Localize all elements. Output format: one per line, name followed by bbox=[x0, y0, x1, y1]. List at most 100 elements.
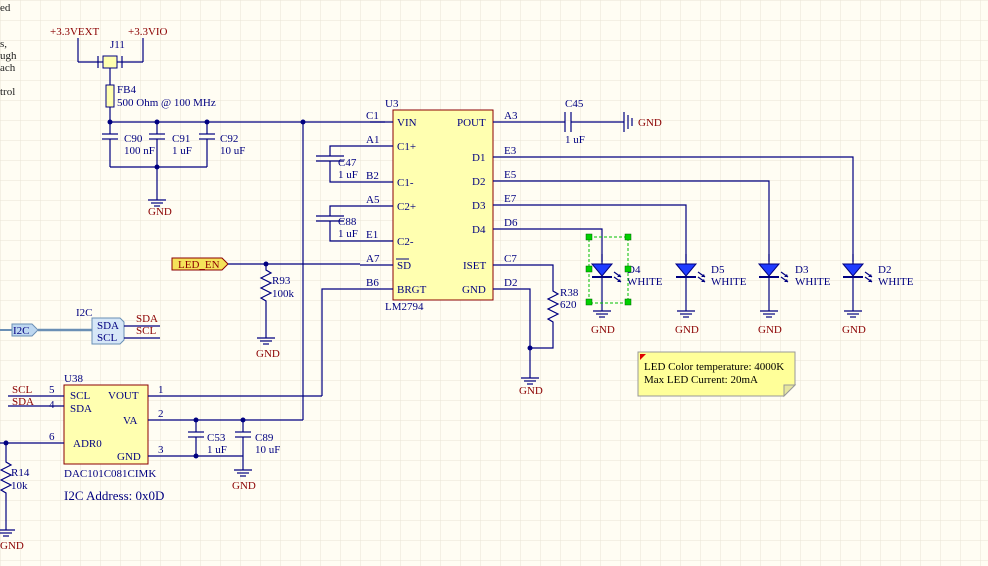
c45-value: 1 uF bbox=[565, 134, 585, 146]
pin-name: BRGT bbox=[397, 284, 427, 296]
c53-capacitor[interactable] bbox=[188, 420, 204, 456]
pin-name: ISET bbox=[463, 260, 487, 272]
pin-num: A7 bbox=[366, 253, 380, 265]
harness-scl: SCL bbox=[97, 332, 117, 344]
pin-name: SD bbox=[397, 260, 411, 272]
c90-capacitor[interactable] bbox=[102, 122, 118, 167]
c91-capacitor[interactable] bbox=[149, 122, 165, 167]
c47-value: 1 uF bbox=[338, 169, 358, 181]
selection-box[interactable] bbox=[585, 233, 632, 306]
c89-ref: C89 bbox=[255, 432, 274, 444]
pin-num: 3 bbox=[158, 444, 164, 456]
fb4-ref: FB4 bbox=[117, 84, 136, 96]
pin-name: D2 bbox=[472, 176, 485, 188]
pin-num: E5 bbox=[504, 169, 517, 181]
note-line-2: s, bbox=[0, 38, 7, 50]
c89-gnd-label: GND bbox=[232, 480, 256, 492]
vext-power-label: +3.3VEXT bbox=[50, 26, 100, 38]
led-note[interactable]: LED Color temperature: 4000K Max LED Cur… bbox=[637, 351, 797, 398]
c53-value: 1 uF bbox=[207, 444, 227, 456]
u38-scl-net: SCL bbox=[12, 384, 32, 396]
pin-num: C7 bbox=[504, 253, 517, 265]
pin-name: C2- bbox=[397, 236, 414, 248]
pin-name: SDA bbox=[70, 403, 92, 415]
note-line-3: ugh bbox=[0, 50, 17, 62]
sda-net: SDA bbox=[136, 313, 158, 325]
r14-ref: R14 bbox=[11, 467, 30, 479]
pin-num: 5 bbox=[49, 384, 55, 396]
i2c-port-label: I2C bbox=[13, 325, 30, 337]
r38-ref: R38 bbox=[560, 287, 579, 299]
pin-num: A1 bbox=[366, 134, 379, 146]
u3-gnd-label: GND bbox=[519, 385, 543, 397]
pin-num: 4 bbox=[49, 399, 55, 411]
pin-name: VIN bbox=[397, 117, 417, 129]
pin-name: GND bbox=[117, 451, 141, 463]
pin-num: E1 bbox=[366, 229, 378, 241]
d4-value: WHITE bbox=[627, 276, 663, 288]
c92-capacitor[interactable] bbox=[199, 122, 215, 167]
fb4-ferrite[interactable] bbox=[105, 84, 115, 108]
u38-part: DAC101C081CIMK bbox=[64, 468, 156, 480]
pin-num: D6 bbox=[504, 217, 518, 229]
c92-ref: C92 bbox=[220, 133, 238, 145]
pin-num: 1 bbox=[158, 384, 164, 396]
r38-value: 620 bbox=[560, 299, 577, 311]
c88-capacitor[interactable] bbox=[316, 205, 360, 242]
u3-lm2794[interactable]: U3 LM2794 bbox=[385, 98, 494, 313]
pin-num: D2 bbox=[504, 277, 517, 289]
pin-name: GND bbox=[462, 284, 486, 296]
d5-gnd-label: GND bbox=[675, 324, 699, 336]
u38-ref: U38 bbox=[64, 373, 83, 385]
pin-num: 2 bbox=[158, 408, 164, 420]
i2c-address-note: I2C Address: 0x0D bbox=[64, 488, 164, 503]
note-line-4: ach bbox=[0, 62, 16, 74]
j11-ref: J11 bbox=[110, 39, 125, 51]
c53-ref: C53 bbox=[207, 432, 226, 444]
pin-name: POUT bbox=[457, 117, 486, 129]
note-line-5: trol bbox=[0, 86, 15, 98]
i2c-harness[interactable]: I2C I2C SDA SCL SDA SCL bbox=[0, 307, 160, 345]
led-en-net-label[interactable]: LED_EN bbox=[171, 257, 229, 271]
pin-num: 6 bbox=[49, 431, 55, 443]
pin-name: VOUT bbox=[108, 390, 139, 402]
u38-dac[interactable]: U38 DAC101C081CIMK bbox=[63, 373, 156, 480]
pin-num: B2 bbox=[366, 170, 379, 182]
d3-value: WHITE bbox=[795, 276, 831, 288]
c88-ref: C88 bbox=[338, 216, 357, 228]
scl-net: SCL bbox=[136, 325, 156, 337]
c89-capacitor[interactable] bbox=[235, 420, 251, 462]
d5-ref: D5 bbox=[711, 264, 725, 276]
c45-ref: C45 bbox=[565, 98, 584, 110]
pin-num: E3 bbox=[504, 145, 517, 157]
pin-name: SCL bbox=[70, 390, 90, 402]
d2-value: WHITE bbox=[878, 276, 914, 288]
power-input-section: +3.3VEXT +3.3VIO J11 FB4 500 Ohm @ 100 M… bbox=[50, 26, 385, 218]
c45-capacitor[interactable] bbox=[520, 112, 633, 132]
harness-sda: SDA bbox=[97, 320, 119, 332]
c88-value: 1 uF bbox=[338, 228, 358, 240]
r93-gnd-label: GND bbox=[256, 348, 280, 360]
note-line-1: ed bbox=[0, 2, 11, 14]
d5-value: WHITE bbox=[711, 276, 747, 288]
c91-ref: C91 bbox=[172, 133, 190, 145]
r14-value: 10k bbox=[11, 480, 28, 492]
c47-capacitor[interactable] bbox=[316, 145, 360, 183]
pin-num: B6 bbox=[366, 277, 379, 289]
d2-ref: D2 bbox=[878, 264, 891, 276]
pin-num: E7 bbox=[504, 193, 517, 205]
u38-sda-net: SDA bbox=[12, 396, 34, 408]
pin-name: D1 bbox=[472, 152, 485, 164]
note-line-max-current: Max LED Current: 20mA bbox=[644, 374, 758, 386]
sheet-notes: ed s, ugh ach trol bbox=[0, 2, 17, 98]
pin-name: D4 bbox=[472, 224, 486, 236]
c47-ref: C47 bbox=[338, 157, 357, 169]
pin-num: C1 bbox=[366, 110, 379, 122]
d3-ref: D3 bbox=[795, 264, 809, 276]
r93-resistor[interactable] bbox=[256, 263, 276, 345]
d3-gnd-label: GND bbox=[758, 324, 782, 336]
pin-num: A3 bbox=[504, 110, 518, 122]
led-en-text: LED_EN bbox=[178, 259, 220, 271]
pin-name: VA bbox=[123, 415, 138, 427]
